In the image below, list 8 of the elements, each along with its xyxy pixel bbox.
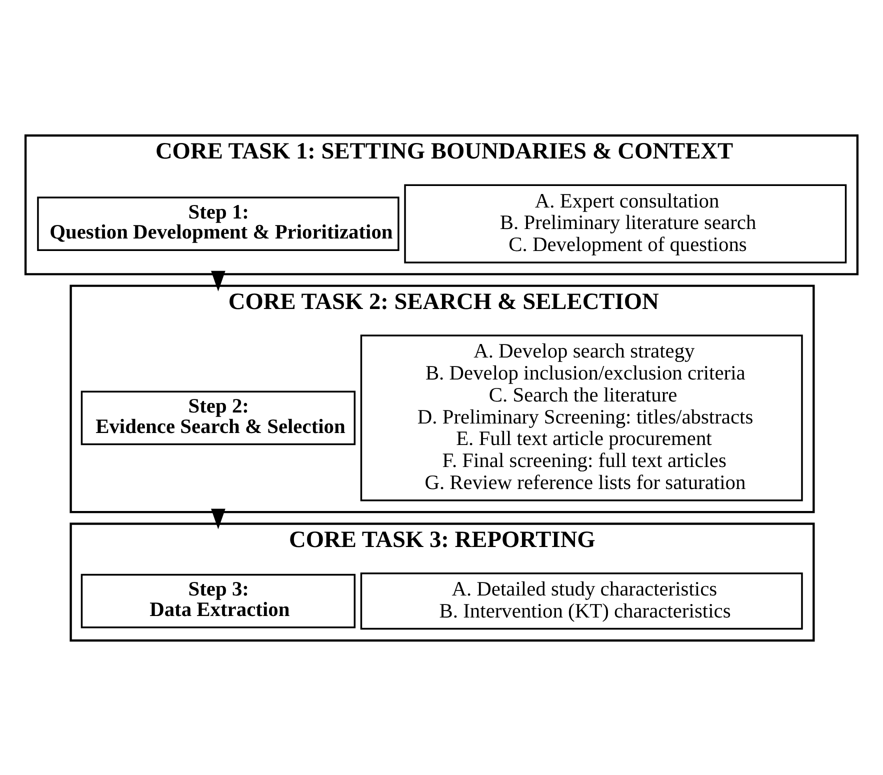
node-box: Step 1: Question Development & Prioritization [37,196,400,250]
node-box: Step 2: Evidence Search & Selection [80,390,356,445]
node-box: Step 3: Data Extraction [80,573,356,628]
arrow [211,508,226,529]
arrow [211,270,226,291]
node-box: A. Expert consultation B. Preliminary literature search C. Development of questions [404,184,847,263]
node-box: A. Develop search strategy B. Develop inclusion/exclusion criteria C. Search the literature D. Preliminary Screening: titles/abstracts E. Full text article procurement F. Final screening: full text articles G. Review reference lists for saturation [360,334,803,501]
node-box: A. Detailed study characteristics B. Intervention (KT) characteristics [360,572,803,630]
